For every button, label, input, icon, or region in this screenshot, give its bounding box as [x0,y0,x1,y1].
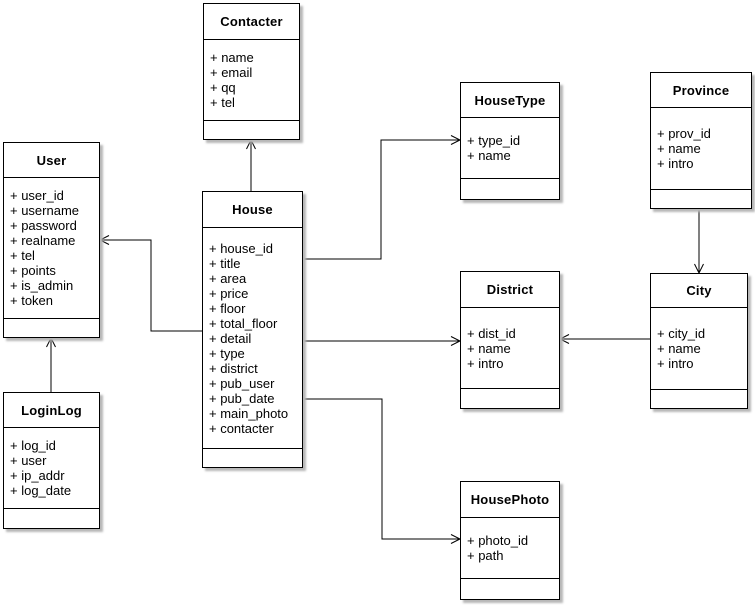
attribute-row: + type [209,345,245,361]
attribute-row: + user_id [10,188,64,203]
attribute-row: + points [10,263,56,278]
entity-footer-compartment [4,318,99,337]
entity-title: HouseType [461,83,559,118]
attribute-row: + floor [209,300,246,316]
connector-house-to-user[interactable] [98,235,202,332]
connector-house-to-contacter[interactable] [246,138,256,191]
connector-province-to-city[interactable] [694,209,704,275]
entity-attribute-list: + type_id+ name [461,118,559,178]
entity-attribute-list: + house_id+ title+ area+ price+ floor+ t… [203,228,302,448]
entity-title: City [651,274,747,308]
attribute-row: + price [209,285,249,301]
entity-title: District [461,272,559,308]
attribute-row: + main_photo [209,405,289,421]
entity-footer-compartment [204,120,299,139]
entity-title: User [4,143,99,178]
entity-attribute-list: + user_id+ username+ password+ realname+… [4,178,99,318]
entity-title: LoginLog [4,393,99,428]
attribute-row: + log_id [10,438,56,453]
attribute-row: + token [10,293,54,308]
entity-footer-compartment [651,389,747,408]
connector-line [303,139,460,260]
arrowhead-icon [46,336,56,348]
entity-loginlog[interactable]: LoginLog+ log_id+ user+ ip_addr+ log_dat… [3,392,100,529]
arrowhead-icon [98,235,110,245]
entity-footer-compartment [461,388,559,408]
attribute-row: + qq [210,80,236,95]
entity-user[interactable]: User+ user_id+ username+ password+ realn… [3,142,100,338]
attribute-row: + name [467,340,511,356]
attribute-row: + dist_id [467,325,516,341]
attribute-row: + ip_addr [10,468,65,483]
attribute-row: + pub_user [209,375,275,391]
connector-line [100,239,202,332]
attribute-row: + prov_id [657,126,711,141]
connector-house-to-housetype[interactable] [303,135,462,260]
entity-footer-compartment [461,578,559,599]
attribute-row: + username [10,203,80,218]
entity-district[interactable]: District+ dist_id+ name+ intro [460,271,560,409]
connector-house-to-district[interactable] [303,336,462,346]
attribute-row: + house_id [209,240,273,256]
attribute-row: + title [209,255,241,271]
entity-footer-compartment [203,448,302,467]
attribute-row: + type_id [467,133,521,148]
entity-title: Contacter [204,4,299,40]
attribute-row: + contacter [209,420,274,436]
entity-attribute-list: + prov_id+ name+ intro [651,108,751,189]
entity-attribute-list: + name+ email+ qq+ tel [204,40,299,120]
entity-title: HousePhoto [461,482,559,518]
entity-contacter[interactable]: Contacter+ name+ email+ qq+ tel [203,3,300,140]
arrowhead-icon [558,334,570,344]
attribute-row: + pub_date [209,390,275,406]
attribute-row: + is_admin [10,278,74,293]
attribute-row: + name [210,50,254,65]
entity-attribute-list: + log_id+ user+ ip_addr+ log_date [4,428,99,508]
connector-loginlog-to-user[interactable] [46,336,56,392]
entity-house[interactable]: House+ house_id+ title+ area+ price+ flo… [202,191,303,468]
attribute-row: + name [467,148,511,163]
entity-attribute-list: + city_id+ name+ intro [651,308,747,389]
connector-city-to-district[interactable] [558,334,650,344]
attribute-row: + photo_id [467,533,529,548]
attribute-row: + intro [657,156,694,171]
connector-line [303,398,460,540]
attribute-row: + user [10,453,47,468]
entity-housephoto[interactable]: HousePhoto+ photo_id+ path [460,481,560,600]
connector-house-to-housephoto[interactable] [303,398,462,544]
attribute-row: + area [209,270,247,286]
entity-title: Province [651,73,751,108]
arrowhead-icon [246,138,256,150]
entity-footer-compartment [4,508,99,528]
attribute-row: + email [210,65,253,80]
attribute-row: + intro [657,356,694,371]
attribute-row: + total_floor [209,315,278,331]
attribute-row: + name [657,141,701,156]
entity-footer-compartment [461,178,559,199]
attribute-row: + tel [210,95,235,110]
attribute-row: + city_id [657,326,706,341]
attribute-row: + password [10,218,77,233]
attribute-row: + tel [10,248,35,263]
attribute-row: + detail [209,330,252,346]
attribute-row: + district [209,360,258,376]
attribute-row: + realname [10,233,76,248]
entity-attribute-list: + dist_id+ name+ intro [461,308,559,388]
attribute-row: + log_date [10,483,72,498]
entity-housetype[interactable]: HouseType+ type_id+ name [460,82,560,200]
entity-attribute-list: + photo_id+ path [461,518,559,578]
attribute-row: + name [657,341,701,356]
entity-title: House [203,192,302,228]
entity-province[interactable]: Province+ prov_id+ name+ intro [650,72,752,209]
entity-city[interactable]: City+ city_id+ name+ intro [650,273,748,409]
attribute-row: + path [467,548,504,563]
entity-footer-compartment [651,189,751,208]
attribute-row: + intro [467,355,504,371]
